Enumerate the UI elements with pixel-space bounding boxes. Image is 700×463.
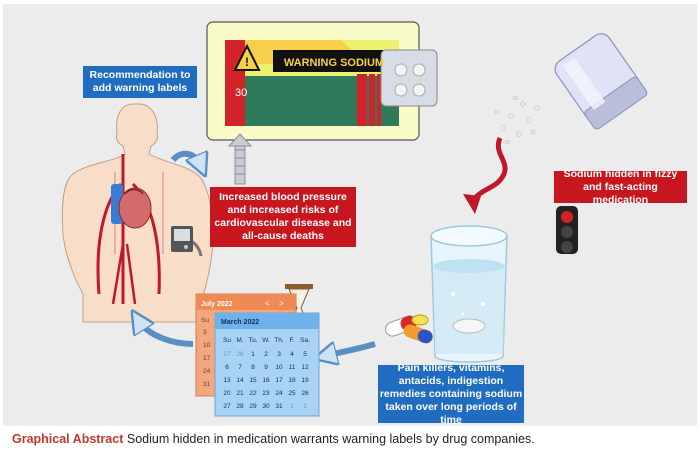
calendar-date: 19 xyxy=(301,377,309,384)
pain-killers-box: Pain killers, vitamins, antacids, indige… xyxy=(378,361,524,426)
calendar-date: 20 xyxy=(223,390,231,397)
arrow-to-body-icon xyxy=(138,320,194,347)
calendar-date: 15 xyxy=(249,377,257,384)
up-arrow-icon xyxy=(227,133,253,185)
calendar-date: 22 xyxy=(249,390,257,397)
calendar-date: 14 xyxy=(236,377,244,384)
calendar-date: 7 xyxy=(238,364,242,371)
illustration-art: ! 30 WARNING SODIUM xyxy=(61,21,648,417)
calendar-back-date: 31 xyxy=(203,381,211,388)
calendar-date: 27 xyxy=(223,351,231,358)
calendar-back-day-header: Su xyxy=(201,317,209,324)
calendar-date: 6 xyxy=(225,364,229,371)
calendar-date: 2 xyxy=(303,403,307,410)
calendar-date: 1 xyxy=(290,403,294,410)
calendar-date: 25 xyxy=(288,390,296,397)
calendar-weekday: Sa. xyxy=(300,337,310,344)
blood-pressure-monitor-icon xyxy=(171,226,203,257)
pills-icon xyxy=(385,314,433,344)
calendar-back-date: 3 xyxy=(203,329,207,336)
calendar-date: 5 xyxy=(303,351,307,358)
curved-arrow-icon xyxy=(170,154,201,166)
calendar-weekday: F. xyxy=(289,337,294,344)
calendar-date: 12 xyxy=(301,364,309,371)
calendar-back-date: 17 xyxy=(203,355,211,362)
calendar-date: 1 xyxy=(251,351,255,358)
salt-shaker-icon xyxy=(494,33,648,145)
figure-caption: Graphical Abstract Sodium hidden in medi… xyxy=(12,432,692,446)
heart-icon xyxy=(118,187,152,229)
sodium-hidden-box: Sodium hidden in fizzy and fast-acting m… xyxy=(554,168,687,206)
calendar-date: 16 xyxy=(262,377,270,384)
calendar-front-month: March 2022 xyxy=(221,319,259,326)
recommendation-box: Recommendation to add warning labels xyxy=(83,66,197,98)
calendar-date: 11 xyxy=(289,364,296,371)
warning-sodium-label: WARNING SODIUM xyxy=(284,57,384,69)
calendar-back-date: 10 xyxy=(203,342,211,349)
calendar-date: 23 xyxy=(262,390,270,397)
illustration-panel: ! 30 WARNING SODIUM xyxy=(3,4,697,426)
warning-exclamation-icon: ! xyxy=(245,55,249,69)
calendar-weekday: M. xyxy=(236,337,243,344)
calendar-date: 2 xyxy=(264,351,268,358)
calendar-date: 8 xyxy=(251,364,255,371)
medicine-box-icon: ! 30 WARNING SODIUM xyxy=(206,21,438,141)
calendar-date: 27 xyxy=(223,403,231,410)
calendar-date: 3 xyxy=(277,351,281,358)
calendar-weekday: Su xyxy=(223,337,231,344)
calendar-date: 13 xyxy=(223,377,231,384)
arrow-to-calendar-icon xyxy=(325,341,376,356)
calendar-date: 4 xyxy=(290,351,294,358)
calendar-next-button[interactable]: > xyxy=(279,299,284,308)
calendar-date: 26 xyxy=(301,390,309,397)
calendar-date: 21 xyxy=(236,390,244,397)
calendar-date: 24 xyxy=(275,390,283,397)
pill-count: 30 xyxy=(235,87,247,99)
calendar-date: 30 xyxy=(262,403,270,410)
calendar-date: 28 xyxy=(236,351,244,358)
calendar-date: 9 xyxy=(264,364,268,371)
calendar-weekday: Tu. xyxy=(248,337,257,344)
calendar-back-date: 24 xyxy=(203,368,211,375)
calendar-date: 17 xyxy=(275,377,283,384)
calendar-date: 10 xyxy=(275,364,283,371)
calendar-weekday: Th. xyxy=(274,337,284,344)
traffic-light-icon xyxy=(556,206,578,254)
caption-text: Sodium hidden in medication warrants war… xyxy=(123,432,535,446)
calendar-back-month: July 2022 xyxy=(201,301,233,308)
blood-pressure-box: Increased blood pressure and increased r… xyxy=(210,187,356,247)
caption-title: Graphical Abstract xyxy=(12,432,124,446)
calendar-date: 18 xyxy=(288,377,296,384)
calendar-date: 28 xyxy=(236,403,244,410)
calendar-date: 29 xyxy=(249,403,257,410)
squiggle-arrow-icon xyxy=(468,137,508,206)
calendar-weekday: W. xyxy=(262,337,270,344)
calendar-prev-button[interactable]: < xyxy=(265,299,270,308)
water-glass-icon xyxy=(430,225,508,363)
calendar-date: 31 xyxy=(275,403,283,410)
